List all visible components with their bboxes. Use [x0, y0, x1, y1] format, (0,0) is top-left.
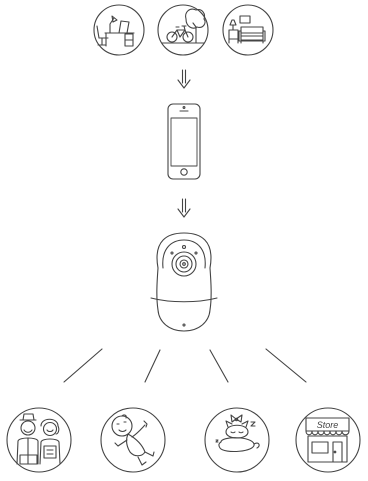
bicycle-park-icon: [157, 4, 209, 56]
baby-icon: [100, 407, 166, 473]
sleeping-pet-icon: [204, 407, 270, 473]
elderly-couple-icon: [6, 407, 72, 473]
store-sign-label: Store: [317, 420, 339, 430]
living-room-icon: [222, 4, 274, 56]
smartphone-icon: [167, 103, 201, 180]
down-arrow-icon: [177, 198, 191, 218]
office-desk-icon: [93, 4, 145, 56]
connector-lines: [63, 348, 307, 383]
down-arrow-icon: [177, 69, 191, 89]
store-icon: [295, 407, 361, 473]
camera-icon: [150, 232, 218, 332]
